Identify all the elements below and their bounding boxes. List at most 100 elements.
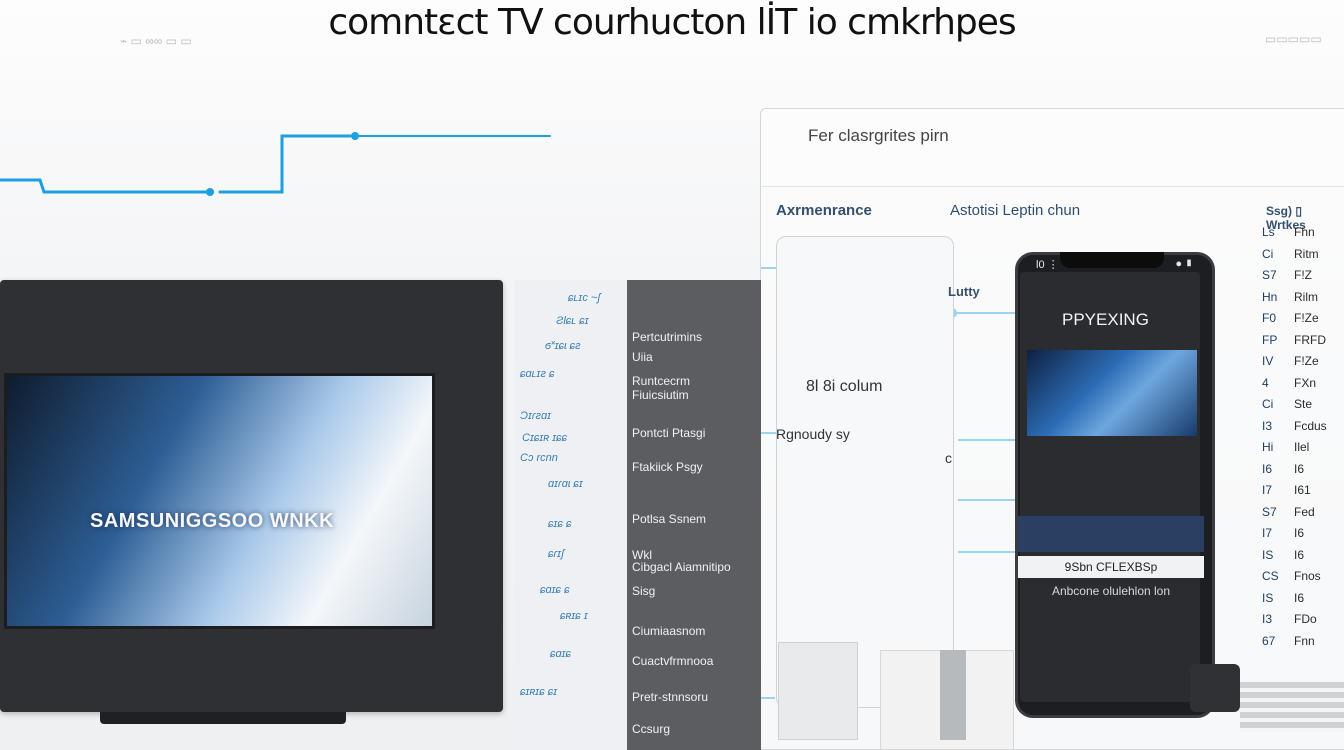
scribble: ɕɑɪɕ <box>550 648 572 660</box>
phone-media-bar <box>1018 516 1204 552</box>
spec-row: S7 F!Z <box>1262 265 1344 287</box>
spec-key: S7 <box>1262 504 1277 519</box>
phone-notch <box>1060 252 1164 268</box>
scribble: ɑɪɾɑɩ ɕɪ <box>548 478 583 490</box>
panel-divider <box>762 186 1344 187</box>
scribble: ɕʟɪϲ ~ʃ <box>568 292 601 304</box>
tv-stand <box>100 712 346 724</box>
spec-value: I6 <box>1294 526 1305 540</box>
spec-key: I6 <box>1262 461 1273 476</box>
spec-key: Ci <box>1262 397 1274 411</box>
spec-value: Fnos <box>1294 569 1321 583</box>
device-vents <box>1240 682 1344 732</box>
card-marker: c <box>945 450 952 466</box>
spec-value: FRFD <box>1294 332 1326 347</box>
scribble: ɕɾɪʃ <box>548 548 565 560</box>
card-label-mid: Rgnoudy sy <box>776 426 850 442</box>
phone-subtext: Anbcone olulehlon lon <box>1051 584 1171 598</box>
phone-field: 9Sbn CFLEXBSp <box>1018 556 1204 578</box>
phone-status-icons: ⦁ ▮ <box>1176 258 1194 270</box>
panel-heading: Fer clasrgrites pirn <box>808 126 949 145</box>
menu-item: Pontcti Ptasgi <box>632 426 706 440</box>
scribble: ɕɑɪɕ ɕ <box>540 584 570 596</box>
spec-row: IS I6 <box>1262 545 1344 567</box>
small-device <box>1190 664 1240 712</box>
page-title: comntɛct TV courhucton lİT io cmkrhpes <box>328 2 1016 43</box>
scribble: Cɪɕɪʀ ɪɕɕ <box>522 432 568 444</box>
spec-value: Fhn <box>1294 225 1315 239</box>
spec-row: Ci Ste <box>1262 394 1344 416</box>
phone-banner: PPYEXING <box>1062 310 1149 329</box>
scribble: Ƨlɕʟ ɕɪ <box>556 315 589 327</box>
spec-key: S7 <box>1262 268 1277 282</box>
scribble: ɕɑʟɪƨ ɕ <box>520 368 555 380</box>
spec-row: I7 I6 <box>1262 523 1344 545</box>
scribble: ɕɪɕ ɕ <box>548 518 572 530</box>
header-faint-right: ▭▭▭▭▭ <box>1265 32 1322 46</box>
spec-value: FDo <box>1294 612 1317 626</box>
menu-item: Ciumiaasnom <box>632 624 706 638</box>
spec-key: IS <box>1262 590 1274 605</box>
spec-row: FP FRFD <box>1262 330 1344 352</box>
spec-key: Ci <box>1262 246 1274 261</box>
phone-info-card <box>776 236 954 708</box>
spec-row: F0 F!Ze <box>1262 308 1344 330</box>
tv-brand-text: SAMSUNIGGSOO WNKK <box>90 510 335 532</box>
spec-value: I61 <box>1294 483 1311 497</box>
menu-item: Pretr-stnnsoru <box>632 690 709 704</box>
menu-strip <box>627 280 761 750</box>
tv-screen <box>4 373 435 629</box>
device-box <box>778 642 858 740</box>
spec-key: Hn <box>1262 289 1278 304</box>
menu-item: Runtcecrm <box>632 374 691 388</box>
spec-value: F!Z <box>1294 268 1312 282</box>
spec-key: Hi <box>1262 440 1274 454</box>
spec-value: Fed <box>1294 504 1315 519</box>
column-title-left: Axrmenrance <box>776 202 872 219</box>
column-title-middle: Astotisi Leptin chun <box>950 202 1081 219</box>
spec-value: Ilel <box>1294 440 1310 454</box>
menu-item: Fiuicsiutim <box>632 388 689 402</box>
spec-row: Hi Ilel <box>1262 437 1344 459</box>
spec-key: I3 <box>1262 418 1273 433</box>
spec-value: F!Ze <box>1294 311 1319 325</box>
spec-key: IS <box>1262 547 1274 562</box>
spec-key: CS <box>1262 569 1279 583</box>
card-label-top: Lutty <box>948 284 980 299</box>
menu-item: Cuactvfrmnooa <box>632 654 714 668</box>
spec-row: CS Fnos <box>1262 566 1344 588</box>
menu-item: Cibgacl Aiamnitipo <box>632 560 731 574</box>
spec-value: Fcdus <box>1294 418 1327 433</box>
spec-key: IV <box>1262 354 1274 368</box>
spec-value: Ste <box>1294 397 1313 411</box>
top-connector <box>0 134 551 194</box>
spec-key: F0 <box>1262 311 1277 325</box>
spec-key: I7 <box>1262 526 1273 540</box>
spec-value: FXn <box>1294 375 1317 390</box>
menu-item: Ftakiick Psgy <box>632 460 703 474</box>
scribble: Cɔ rcnn <box>520 452 558 464</box>
menu-item: Uiia <box>632 350 653 364</box>
spec-key: 67 <box>1262 633 1276 648</box>
spec-value: F!Ze <box>1294 354 1319 368</box>
spec-value: I6 <box>1294 547 1305 562</box>
menu-item: Pertcutrimins <box>632 330 703 344</box>
phone-time: l0 ⋮ <box>1036 259 1059 271</box>
spec-row: I3 FDo <box>1262 609 1344 631</box>
spec-key: Ls <box>1262 225 1275 239</box>
card-value: 8l 8i colum <box>806 378 883 395</box>
phone-screen <box>1020 272 1200 702</box>
phone-tv-image <box>1027 350 1197 436</box>
column-title-right: Ssg) ▯ Wrtkes <box>1266 204 1306 232</box>
header-faint-left: ⌁ ▭ ∞∞ ▭ ▭ <box>120 34 192 48</box>
scribble: ϭ˟ɪɕɩ ɕƨ <box>545 340 581 352</box>
scribble: ɕʀɪɕ ɪ <box>560 610 588 622</box>
spec-key: FP <box>1262 332 1278 347</box>
spec-key: I3 <box>1262 612 1273 626</box>
